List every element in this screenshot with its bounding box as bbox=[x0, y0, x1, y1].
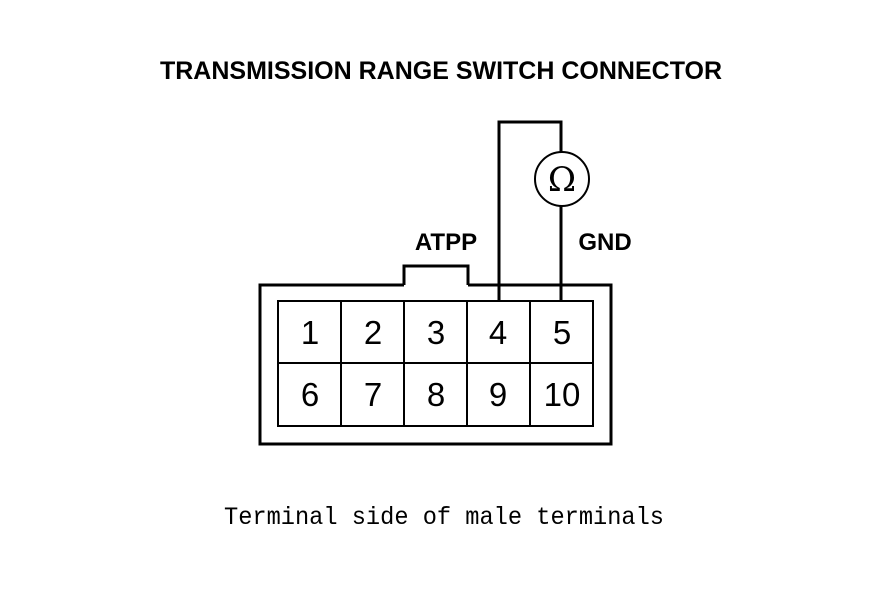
connector-housing bbox=[258, 264, 613, 446]
terminal-5: 5 bbox=[553, 314, 571, 351]
terminal-6: 6 bbox=[301, 376, 319, 413]
terminal-3: 3 bbox=[427, 314, 445, 351]
view-caption: Terminal side of male terminals bbox=[224, 503, 664, 532]
terminal-1: 1 bbox=[301, 314, 319, 351]
terminal-9: 9 bbox=[489, 376, 507, 413]
atpp-label: ATPP bbox=[415, 229, 477, 256]
lead-to-terminal-4 bbox=[497, 120, 563, 302]
terminal-2: 2 bbox=[364, 314, 382, 351]
terminal-7: 7 bbox=[364, 376, 382, 413]
ohm-symbol: Ω bbox=[548, 160, 576, 200]
terminal-10: 10 bbox=[544, 376, 581, 413]
diagram-title: TRANSMISSION RANGE SWITCH CONNECTOR bbox=[160, 57, 722, 85]
housing-outline bbox=[258, 283, 613, 446]
test-leads bbox=[497, 120, 563, 302]
locking-tab bbox=[402, 264, 470, 285]
terminal-8: 8 bbox=[427, 376, 445, 413]
gnd-label: GND bbox=[578, 229, 631, 256]
terminal-4: 4 bbox=[489, 314, 507, 351]
ohmmeter-icon: Ω bbox=[534, 151, 590, 207]
terminal-grid bbox=[277, 300, 594, 427]
